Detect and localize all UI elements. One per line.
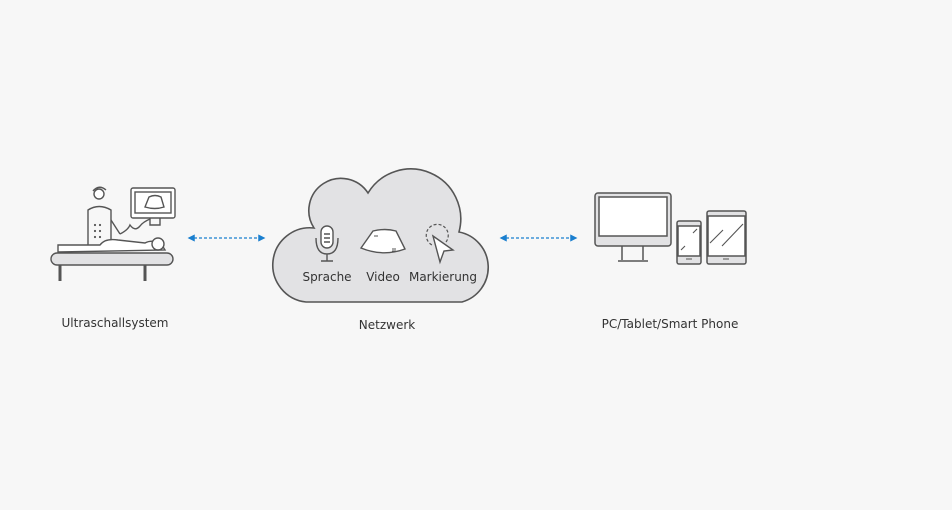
network-label: Netzwerk [358,318,416,332]
feature-label-marking: Markierung [408,270,478,284]
ultrasound-exam-icon [50,186,176,281]
cursor-pointer-icon [425,223,455,265]
feature-label-voice: Sprache [302,270,352,284]
microphone-icon [315,225,339,262]
feature-label-video: Video [366,270,400,284]
ultrasound-system-label: Ultraschallsystem [61,316,169,330]
ultrasound-image-icon [359,228,406,254]
smartphone-icon [676,220,702,265]
tablet-icon [706,210,747,265]
devices-label: PC/Tablet/Smart Phone [601,317,739,331]
devices-icon [594,192,747,265]
monitor-icon [594,192,672,262]
